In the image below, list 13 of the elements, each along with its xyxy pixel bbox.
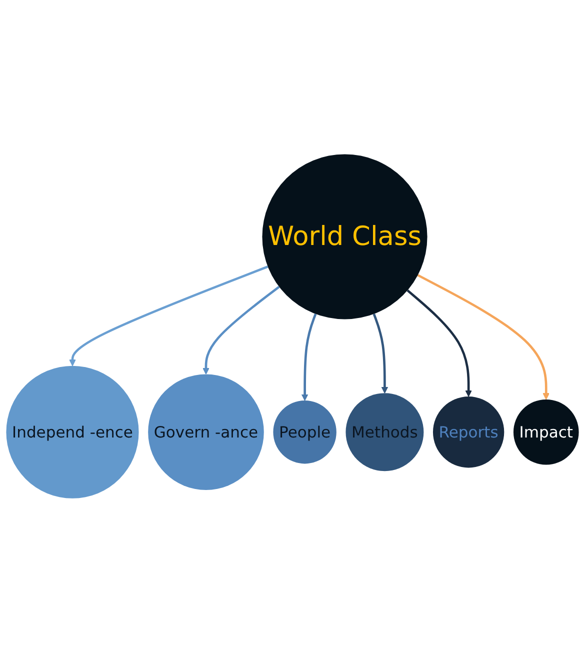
arrow xyxy=(406,290,472,398)
arrow xyxy=(372,314,388,394)
node-circle: Impact xyxy=(513,400,579,465)
node-circle: People xyxy=(273,400,336,464)
node-circle: World Class xyxy=(262,154,428,320)
arrow xyxy=(202,286,280,375)
node-circle: Methods xyxy=(346,393,424,472)
arrow xyxy=(301,314,317,402)
node-circle: Reports xyxy=(432,396,504,468)
arrow xyxy=(69,266,268,366)
node-circle: Govern -ance xyxy=(148,374,264,490)
node-circle: Independ -ence xyxy=(6,366,139,499)
arrow xyxy=(417,274,550,400)
